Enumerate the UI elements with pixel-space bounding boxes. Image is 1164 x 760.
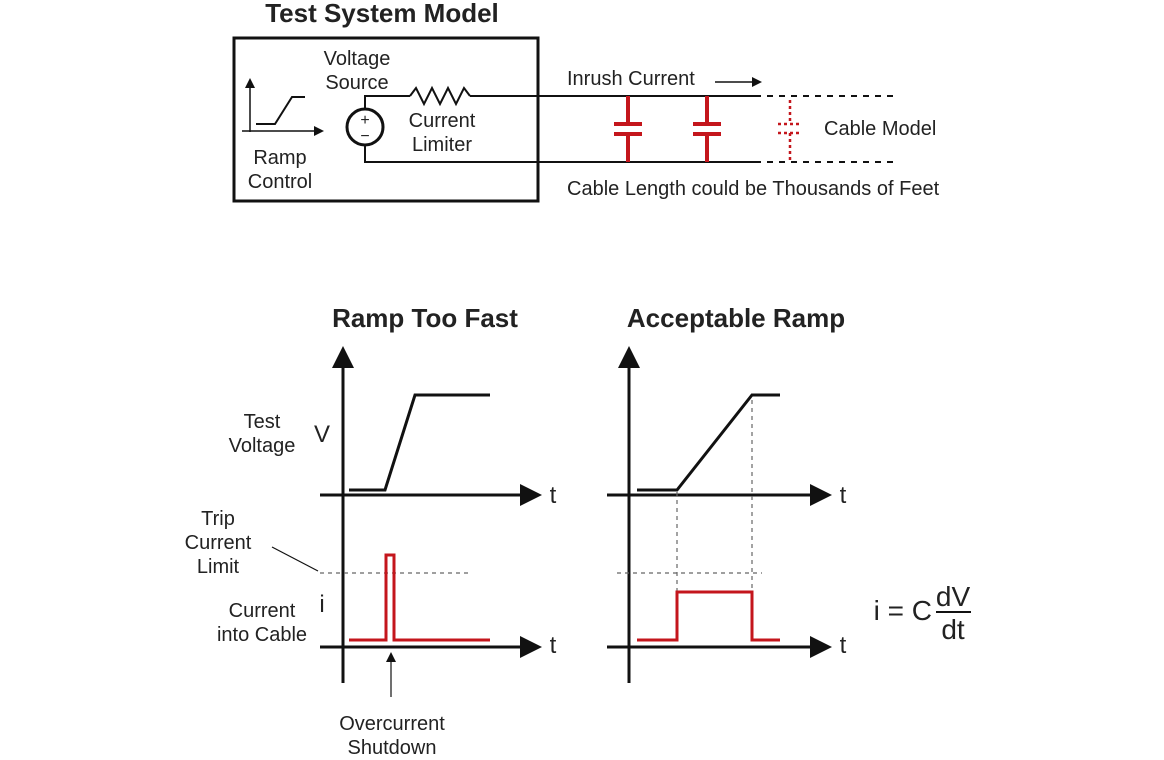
current-into-cable-label-line2: into Cable [217,624,307,646]
right-chart-axes [607,346,832,683]
ramp-control-label-line2: Control [248,171,312,193]
circuit-wires [364,85,895,163]
right-current-trace [637,590,780,642]
current-limiter-label-line2: Limiter [412,134,472,156]
left-chart-axes [320,346,542,683]
ramp-too-fast-title: Ramp Too Fast [332,303,518,333]
left-voltage-trace [349,393,490,492]
inrush-current-label: Inrush Current [567,68,695,90]
test-voltage-label-line2: Voltage [229,435,296,457]
cable-model-label: Cable Model [824,118,936,140]
voltage-source-label-line2: Source [325,72,388,94]
trip-limit-label-line1: Trip [201,508,235,530]
acceptable-ramp-title: Acceptable Ramp [627,303,845,333]
right-current-t-letter: t [840,632,847,659]
trip-limit-label-line3: Limit [197,556,240,578]
equation-numerator: dV [936,581,971,612]
current-into-cable-label-line1: Current [229,600,296,622]
ramp-control-graph [242,78,324,136]
cable-capacitor-1 [614,96,642,162]
equation-denominator: dt [941,614,965,645]
cable-length-label: Cable Length could be Thousands of Feet [567,178,940,200]
right-voltage-t-letter: t [840,482,847,509]
ramp-control-label-line1: Ramp [253,147,306,169]
left-current-t-letter: t [550,632,557,659]
overcurrent-label-line1: Overcurrent [339,713,445,735]
test-system-title: Test System Model [265,0,499,28]
test-system-box [232,36,540,203]
v-axis-letter: V [314,421,330,448]
cable-capacitor-2 [693,96,721,162]
source-plus-sign: + [360,112,369,129]
source-minus-sign: − [360,128,369,145]
trip-limit-leader-line [271,546,319,572]
test-voltage-label-line1: Test [244,411,281,433]
voltage-source-label-line1: Voltage [324,48,391,70]
capacitor-current-equation: i = C dV dt [874,581,971,645]
trip-limit-label-line2: Current [185,532,252,554]
left-current-spike-trace [349,553,490,642]
i-axis-letter: i [319,591,324,618]
current-limiter-label-line1: Current [409,110,476,132]
equation-lhs: i = C [874,595,932,626]
overcurrent-label-line2: Shutdown [348,737,437,759]
cable-capacitor-dashed [778,100,802,160]
left-voltage-t-letter: t [550,482,557,509]
right-voltage-trace [637,393,780,492]
current-limiter-resistor [409,85,471,107]
